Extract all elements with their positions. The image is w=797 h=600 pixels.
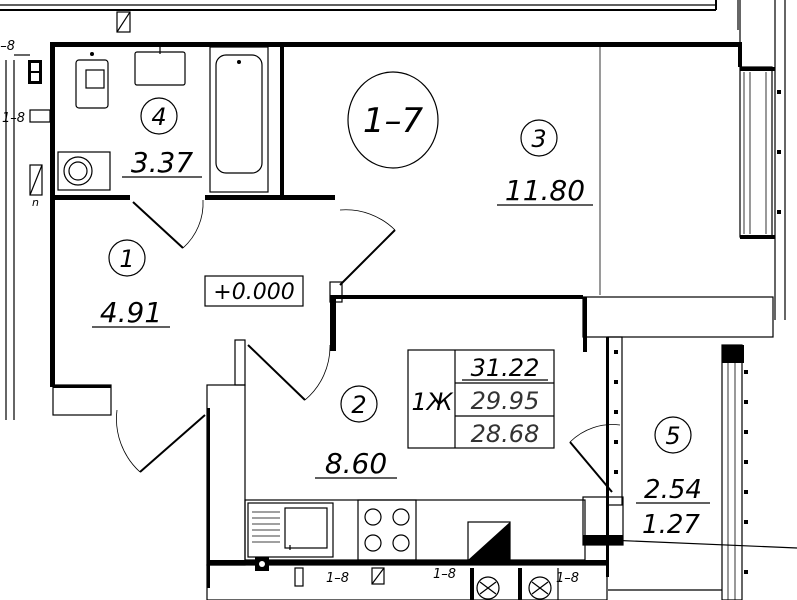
room-number-markers: [108, 97, 692, 454]
bottom-marks: [255, 557, 559, 600]
axis-label-bottom-2: 1–8: [433, 567, 456, 582]
axis-label-top-left: 1–8: [0, 39, 15, 54]
apartment-area-total: 31.22: [471, 354, 540, 382]
floor-elevation: +0.000: [213, 280, 294, 305]
apartment-area-living: 29.95: [471, 387, 540, 415]
room-4-area: 3.37: [131, 146, 194, 179]
room-5-number: 5: [665, 422, 680, 450]
room-3-number: 3: [531, 125, 546, 153]
room-1-number: 1: [119, 245, 134, 273]
axis-label-n: n: [32, 196, 39, 209]
axis-label-left: 1–8: [2, 111, 25, 126]
room-2-number: 2: [351, 391, 366, 419]
apartment-summary-table: [407, 349, 555, 449]
doors: [116, 199, 621, 493]
apartment-number-circle: [347, 71, 439, 169]
room-2-area: 8.60: [325, 447, 387, 480]
room-5-reduced-area: 1.27: [642, 510, 700, 540]
room-5-area: 2.54: [644, 475, 702, 505]
axis-label-bottom-1: 1–8: [326, 571, 349, 586]
apartment-type: 1Ж: [411, 388, 453, 416]
axis-label-bottom-3: 1–8: [556, 571, 579, 586]
window-room-3: [599, 47, 767, 295]
left-exterior-lines: [5, 54, 51, 420]
apartment-number: 1–7: [363, 101, 424, 141]
room-3-area: 11.80: [505, 174, 585, 207]
room-4-number: 4: [151, 103, 166, 131]
balcony: [582, 90, 797, 600]
walls: [50, 0, 786, 600]
kitchen-fixtures: [244, 499, 586, 561]
bathroom-fixtures: [57, 46, 269, 193]
apartment-area-net: 28.68: [471, 420, 540, 448]
room-1-area: 4.91: [100, 296, 162, 329]
building-outline-top: [0, 0, 739, 33]
